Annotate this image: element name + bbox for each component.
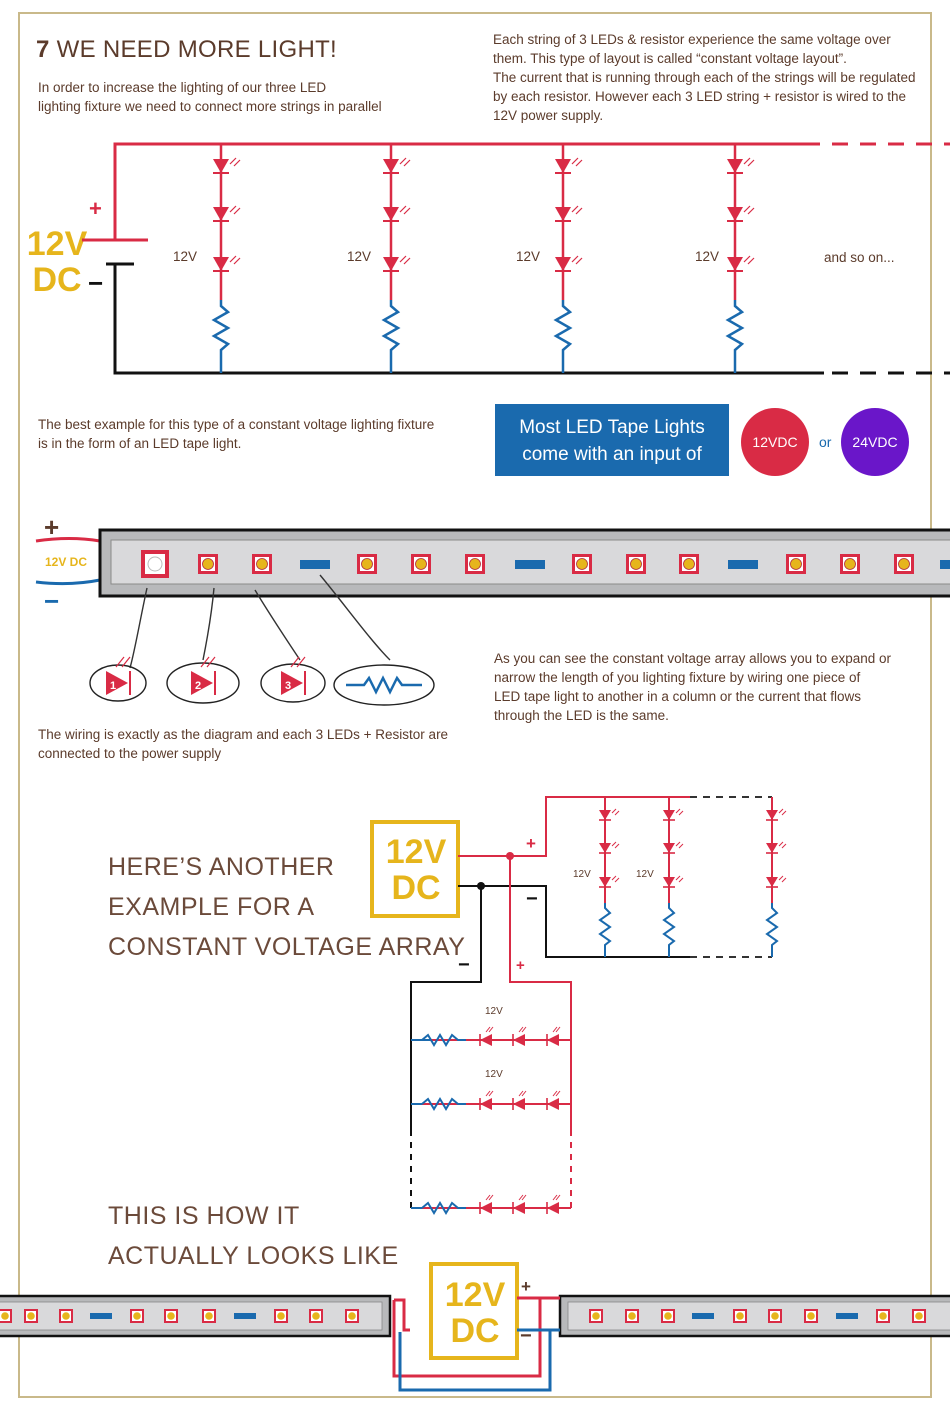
wiring-note-line: connected to the power supply bbox=[38, 746, 222, 761]
circuit2-string-label: 12V bbox=[485, 1006, 503, 1017]
note-line: them. This type of layout is called “con… bbox=[493, 51, 847, 66]
circuit2-plus-lower: + bbox=[516, 957, 525, 974]
legend-led-1 bbox=[89, 656, 147, 702]
string-voltage-label: 12V bbox=[173, 249, 198, 264]
string-voltage-label: 12V bbox=[695, 249, 720, 264]
note-line: The current that is running through each… bbox=[493, 70, 916, 85]
source-line: DC bbox=[32, 261, 82, 299]
bottom-minus: − bbox=[520, 1325, 532, 1347]
bottom-tape-right bbox=[558, 1294, 950, 1338]
intro-line: lighting fixture we need to connect more… bbox=[38, 99, 382, 114]
bottom-power-box bbox=[429, 1262, 519, 1360]
led-string bbox=[211, 144, 241, 373]
circuit1-plus: + bbox=[89, 196, 102, 221]
bottom-wiring bbox=[392, 1262, 560, 1392]
legend-number-3: 3 bbox=[285, 680, 291, 692]
lit-led-chip bbox=[141, 550, 169, 578]
circuit2-source-label: 12V DC bbox=[375, 834, 457, 906]
note-line: Each string of 3 LEDs & resistor experie… bbox=[493, 32, 891, 47]
source-line: 12V bbox=[26, 225, 88, 263]
tape-intro-line: The best example for this type of a cons… bbox=[38, 417, 435, 432]
legend-number-1: 1 bbox=[110, 680, 116, 692]
24vdc-badge: 24VDC bbox=[841, 408, 909, 476]
page-frame bbox=[18, 12, 932, 1398]
section-number: 7 bbox=[36, 36, 50, 63]
circuit1 bbox=[82, 142, 950, 375]
another-line: CONSTANT VOLTAGE ARRAY bbox=[108, 933, 466, 961]
note-line: 12V power supply. bbox=[493, 108, 604, 123]
actual-line: THIS IS HOW IT bbox=[108, 1202, 300, 1230]
tape-resistor bbox=[515, 560, 545, 569]
wiring-note: The wiring is exactly as the diagram and… bbox=[38, 725, 448, 763]
source-line: DC bbox=[391, 869, 441, 907]
circuit1-source-label: 12V DC bbox=[24, 226, 90, 298]
note-line: by each resistor. However each 3 LED str… bbox=[493, 89, 907, 104]
12vdc-badge: 12VDC bbox=[741, 408, 809, 476]
tape-resistor bbox=[300, 560, 330, 569]
tape-intro: The best example for this type of a cons… bbox=[38, 415, 434, 453]
expand-note: As you can see the constant voltage arra… bbox=[494, 649, 891, 725]
and-so-on-label: and so on... bbox=[824, 250, 895, 265]
callout-line: Most LED Tape Lights bbox=[519, 417, 705, 438]
circuit2-minus: − bbox=[526, 888, 538, 910]
actual-line: ACTUALLY LOOKS LIKE bbox=[108, 1242, 399, 1270]
led-tape bbox=[35, 528, 950, 598]
legend-resistor bbox=[333, 664, 435, 706]
circuit2-minus-lower: − bbox=[458, 954, 470, 976]
circuit2-plus: + bbox=[526, 834, 536, 853]
legend-led-2 bbox=[166, 656, 240, 704]
horizontal-string bbox=[411, 1026, 571, 1047]
another-line: EXAMPLE FOR A bbox=[108, 893, 315, 921]
tape-voltage-label: 12V DC bbox=[45, 555, 88, 569]
section-heading: 7 WE NEED MORE LIGHT! bbox=[36, 36, 337, 64]
bottom-plus: + bbox=[521, 1277, 531, 1296]
source-line: 12V bbox=[444, 1276, 506, 1314]
expand-note-line: As you can see the constant voltage arra… bbox=[494, 651, 891, 666]
leader-lines bbox=[129, 574, 391, 669]
led-string bbox=[553, 144, 583, 373]
circuit2-string-label: 12V bbox=[573, 869, 591, 880]
wiring-note-line: The wiring is exactly as the diagram and… bbox=[38, 727, 449, 742]
callout-box: Most LED Tape Lights come with an input … bbox=[495, 404, 729, 476]
string-voltage-label: 12V bbox=[347, 249, 372, 264]
actual-heading: THIS IS HOW IT ACTUALLY LOOKS LIKE bbox=[108, 1196, 399, 1276]
intro-text: In order to increase the lighting of our… bbox=[38, 78, 382, 116]
circuit2-power-box bbox=[370, 820, 460, 918]
note-top: Each string of 3 LEDs & resistor experie… bbox=[493, 30, 916, 125]
intro-line: In order to increase the lighting of our… bbox=[38, 80, 327, 95]
legend-led-3 bbox=[260, 656, 326, 703]
tape-resistor bbox=[728, 560, 758, 569]
expand-note-line: LED tape light to another in a column or… bbox=[494, 689, 861, 704]
led-string bbox=[725, 144, 755, 373]
or-label: or bbox=[819, 434, 832, 450]
section-title: WE NEED MORE LIGHT! bbox=[56, 36, 338, 63]
circuit1-minus: − bbox=[88, 268, 104, 298]
legend-number-2: 2 bbox=[195, 680, 201, 692]
another-heading: HERE’S ANOTHER EXAMPLE FOR A CONSTANT VO… bbox=[108, 847, 465, 967]
another-line: HERE’S ANOTHER bbox=[108, 853, 335, 881]
source-line: 12V bbox=[385, 833, 447, 871]
string-voltage-label: 12V bbox=[516, 249, 541, 264]
led-string bbox=[381, 144, 411, 373]
source-line: DC bbox=[450, 1312, 500, 1350]
tape-plus: + bbox=[44, 512, 60, 542]
callout-line: come with an input of bbox=[522, 444, 702, 465]
horizontal-string bbox=[411, 1090, 571, 1111]
expand-note-line: narrow the length of you lighting fixtur… bbox=[494, 670, 861, 685]
expand-note-line: through the LED is the same. bbox=[494, 708, 669, 723]
tape-intro-line: is in the form of an LED tape light. bbox=[38, 436, 242, 451]
circuit2-string-label: 12V bbox=[636, 869, 654, 880]
circuit2 bbox=[370, 796, 787, 1215]
tape-minus: − bbox=[44, 586, 60, 616]
bottom-source-label: 12V DC bbox=[433, 1277, 517, 1349]
circuit2-string-label: 12V bbox=[485, 1069, 503, 1080]
bottom-tape-left bbox=[0, 1294, 392, 1338]
horizontal-string bbox=[411, 1194, 571, 1215]
